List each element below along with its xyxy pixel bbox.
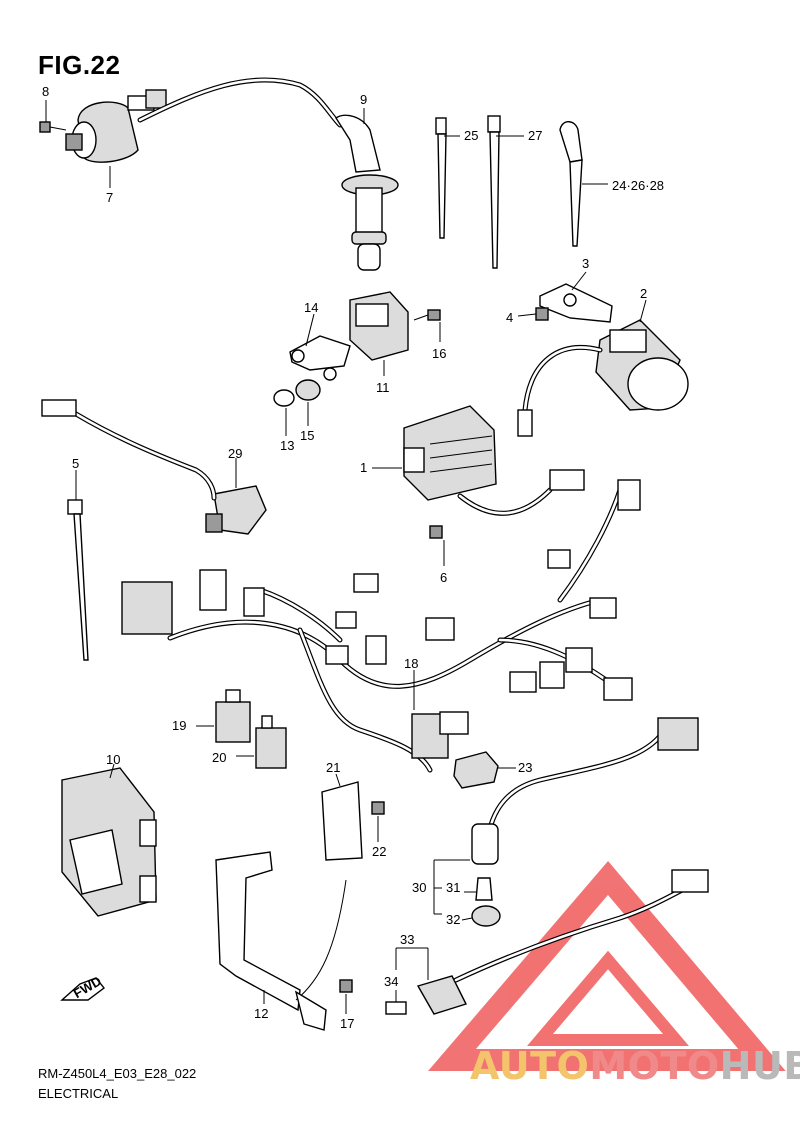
callout-10: 10 <box>106 752 120 767</box>
callout-13: 13 <box>280 438 294 453</box>
callout-5: 5 <box>72 456 79 471</box>
relay-11 <box>349 291 409 361</box>
callout-2: 2 <box>640 286 647 301</box>
bracket-12 <box>215 851 347 1031</box>
callouts: 1 2 3 4 5 6 7 8 9 10 11 12 13 14 15 16 1… <box>42 84 664 1031</box>
callout-6: 6 <box>440 570 447 585</box>
fuse-coupler <box>671 869 709 893</box>
callout-3: 3 <box>582 256 589 271</box>
fuse-34 <box>385 1001 407 1015</box>
bolt-16 <box>413 309 441 321</box>
figure-code: RM-Z450L4_E03_E28_022 <box>38 1066 197 1081</box>
callout-12: 12 <box>254 1006 268 1021</box>
cable-tie-25 <box>435 117 447 239</box>
coil-wire <box>137 77 343 128</box>
fwd-arrow-icon: FWD <box>60 973 105 1001</box>
capacitor-plug <box>517 409 533 437</box>
watermark-part1: AUTO <box>470 1044 590 1088</box>
sensor-plug <box>41 399 77 417</box>
regulator-coupler <box>549 469 585 491</box>
lead-coupler <box>657 717 699 751</box>
bracket-21 <box>321 781 363 861</box>
figure-title: FIG.22 <box>38 50 121 80</box>
watermark-part3: HUB <box>719 1044 800 1088</box>
callout-20: 20 <box>212 750 226 765</box>
capacitor-wire <box>522 345 603 413</box>
bolt-17 <box>339 979 353 993</box>
cap-32 <box>471 905 501 927</box>
callout-34: 34 <box>384 974 398 989</box>
callout-32: 32 <box>446 912 460 927</box>
cable-tie-27 <box>487 115 501 269</box>
callout-33: 33 <box>400 932 414 947</box>
callout-22: 22 <box>372 844 386 859</box>
terminal-31 <box>475 877 493 901</box>
callout-30: 30 <box>412 880 426 895</box>
cable-tie-24 <box>559 121 583 247</box>
callout-19: 19 <box>172 718 186 733</box>
regulator-rectifier <box>403 405 497 501</box>
watermark-text: AUTOMOTOHUB <box>470 1044 800 1088</box>
washer-13 <box>273 389 295 407</box>
callout-21: 21 <box>326 760 340 775</box>
callout-14: 14 <box>304 300 318 315</box>
leader-lines <box>45 100 647 1014</box>
ignition-coil <box>65 89 167 163</box>
callout-16: 16 <box>432 346 446 361</box>
coupler-19 <box>215 689 251 743</box>
callout-31: 31 <box>446 880 460 895</box>
bolt-22 <box>371 801 385 815</box>
cover-23 <box>453 751 499 789</box>
callout-9: 9 <box>360 92 367 107</box>
callout-8: 8 <box>42 84 49 99</box>
callout-27: 27 <box>528 128 542 143</box>
callout-29: 29 <box>228 446 242 461</box>
capacitor <box>595 319 689 411</box>
bolt-8 <box>39 121 67 133</box>
grommet-15 <box>295 379 321 401</box>
callout-18: 18 <box>404 656 418 671</box>
capacitor-bracket <box>539 283 613 323</box>
ecm-10 <box>61 767 157 917</box>
callout-1: 1 <box>360 460 367 475</box>
watermark-logo <box>428 861 786 1071</box>
bolt-6 <box>429 525 443 539</box>
callout-24-26-28: 24·26·28 <box>612 178 664 193</box>
cable-tie-5 <box>67 499 89 661</box>
wiring-harness <box>121 479 641 773</box>
relay-bracket-14 <box>289 335 351 381</box>
callout-15: 15 <box>300 428 314 443</box>
callout-23: 23 <box>518 760 532 775</box>
callout-7: 7 <box>106 190 113 205</box>
callout-17: 17 <box>340 1016 354 1031</box>
callout-11: 11 <box>376 380 390 395</box>
plug-cap <box>335 114 399 271</box>
callout-25: 25 <box>464 128 478 143</box>
figure-name: ELECTRICAL <box>38 1086 119 1101</box>
bolt-4 <box>535 307 549 321</box>
watermark-part2: MOTO <box>589 1044 720 1088</box>
sensor-29 <box>205 485 267 535</box>
coupler-20 <box>255 715 287 769</box>
fuse-box-33 <box>416 975 467 1015</box>
plug-boot-30 <box>471 823 499 865</box>
callout-4: 4 <box>506 310 513 325</box>
